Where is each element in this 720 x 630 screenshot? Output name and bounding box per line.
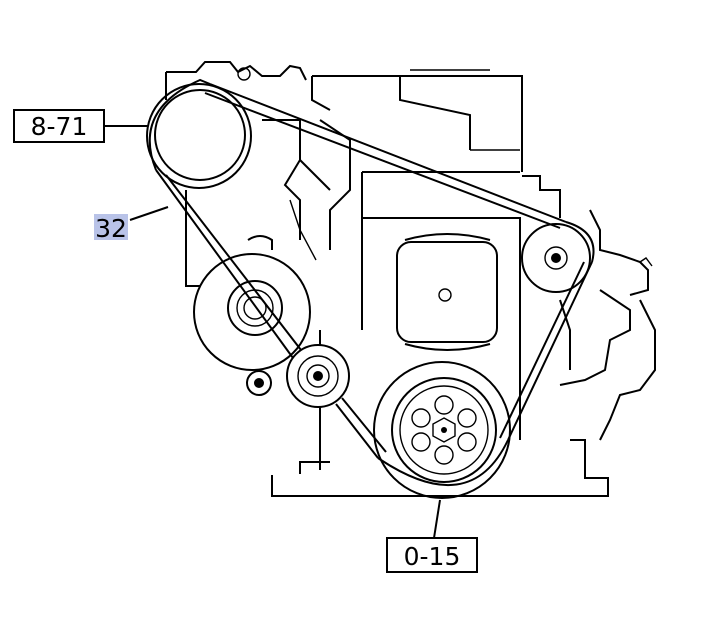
callout-top-left: 8-71 — [13, 109, 148, 143]
water-pump — [396, 233, 498, 351]
idler-pulley-right — [521, 223, 591, 293]
callout-label-0-15: 0-15 — [404, 542, 461, 571]
alternator-pulley — [146, 83, 252, 189]
callout-label-8-71: 8-71 — [31, 112, 88, 141]
drive-belt — [148, 78, 595, 487]
callout-bottom: 0-15 — [386, 499, 478, 573]
idler-pulley-lower — [286, 344, 350, 408]
callout-label-32: 32 — [95, 214, 127, 243]
callout-left-highlight: 32 — [94, 206, 169, 243]
alternator — [193, 235, 311, 396]
crankshaft-pulley — [373, 361, 511, 499]
